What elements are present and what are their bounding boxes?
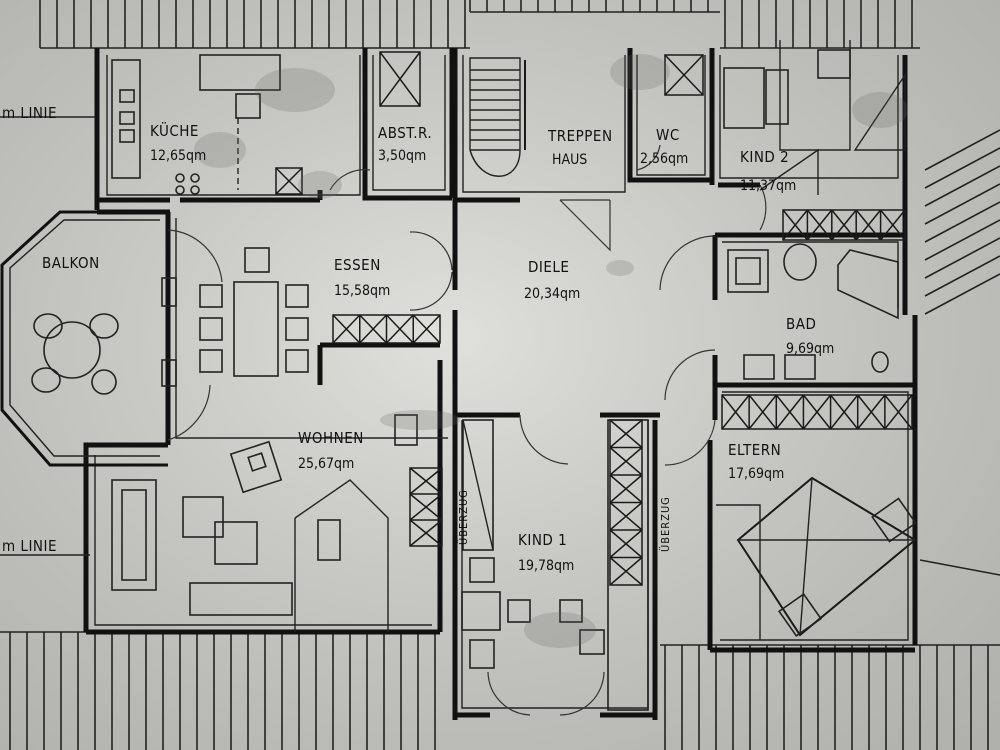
roof-hatching-right [924, 129, 1000, 315]
kind2-furniture [723, 40, 906, 241]
room-area-abstr: 3,50qm [378, 148, 426, 164]
roof-hatching-top [39, 0, 920, 49]
room-name-balkon: BALKON [42, 254, 100, 272]
room-name-wc: WC [656, 126, 680, 144]
room-area-kind1: 19,78qm [518, 558, 574, 574]
ueberzug-label-left: ÜBERZUG [457, 489, 470, 545]
bathroom-fixtures [727, 243, 899, 380]
room-area-kind2: 11,37qm [740, 178, 796, 194]
dining-furniture [161, 247, 441, 387]
room-name-diele: DIELE [528, 258, 569, 276]
kitchen-fixtures [111, 54, 303, 195]
room-area-essen: 15,58qm [334, 283, 390, 299]
linie-label-bottom: m LINIE [2, 537, 57, 555]
thin-walls [0, 55, 1000, 709]
walls [83, 48, 918, 720]
room-name-eltern: ELTERN [728, 441, 781, 459]
room-area-eltern: 17,69qm [728, 466, 784, 482]
room-area-diele: 20,34qm [524, 286, 580, 302]
room-name-abstr: ABST.R. [378, 124, 432, 142]
ueberzug-label-right: ÜBERZUG [659, 496, 672, 552]
balcony [0, 210, 168, 467]
room-name-kind1: KIND 1 [518, 531, 567, 549]
room-name-wohnen: WOHNEN [298, 429, 364, 447]
storage-crosses [379, 51, 704, 107]
room-area-treppen: HAUS [552, 152, 587, 168]
room-name-treppen: TREPPEN [547, 127, 613, 145]
room-area-kueche: 12,65qm [150, 148, 206, 164]
room-area-wc: 2,56qm [640, 151, 688, 167]
room-labels: KÜCHE 12,65qm ABST.R. 3,50qm TREPPEN HAUS WC 2,… [42, 121, 834, 574]
eltern-furniture [716, 394, 917, 640]
ink-smudges [194, 54, 908, 648]
doors [167, 144, 767, 716]
room-area-wohnen: 25,67qm [298, 456, 354, 472]
kind1-furniture [461, 419, 649, 711]
room-area-bad: 9,69qm [786, 341, 834, 357]
room-name-bad: BAD [786, 315, 816, 333]
staircase [469, 57, 611, 252]
living-furniture [111, 414, 443, 632]
room-name-kind2: KIND 2 [740, 148, 789, 166]
roof-hatching-bottom [0, 631, 1000, 750]
room-name-essen: ESSEN [334, 256, 381, 274]
linie-label-top: m LINIE [2, 104, 57, 122]
room-name-kueche: KÜCHE [150, 121, 199, 140]
